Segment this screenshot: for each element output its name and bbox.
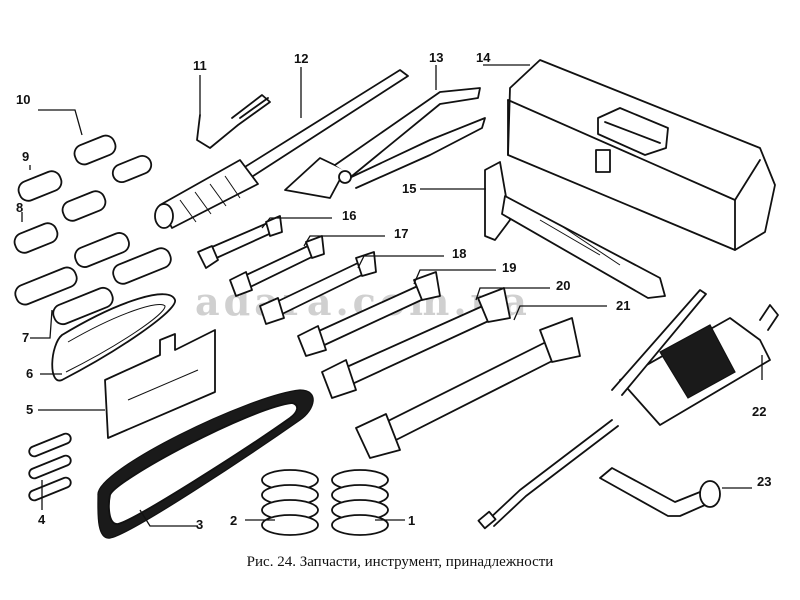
hammer (484, 161, 666, 299)
leader-lines (21, 64, 763, 527)
callout-9: 9 (22, 149, 29, 164)
spanner-19 (297, 271, 441, 357)
pins (28, 432, 72, 502)
callout-23: 23 (757, 474, 771, 489)
tool-box (507, 59, 776, 251)
callout-17: 17 (394, 226, 408, 241)
spring-left (261, 469, 319, 536)
callouts: 1 2 3 4 5 6 7 8 9 10 11 12 13 14 15 16 1… (16, 50, 771, 532)
chain-links (13, 134, 172, 326)
callout-22: 22 (752, 404, 766, 419)
pliers (284, 87, 486, 199)
chain-loop (51, 293, 176, 382)
callout-3: 3 (196, 517, 203, 532)
callout-8: 8 (16, 200, 23, 215)
bracket-plate (104, 329, 216, 439)
callout-2: 2 (230, 513, 237, 528)
socket-wrench (599, 467, 721, 517)
callout-12: 12 (294, 51, 308, 66)
spring-right (331, 469, 389, 536)
screwdriver (154, 69, 409, 229)
callout-18: 18 (452, 246, 466, 261)
spanner-21 (355, 317, 581, 459)
callout-14: 14 (476, 50, 491, 65)
callout-4: 4 (38, 512, 46, 527)
callout-19: 19 (502, 260, 516, 275)
callout-16: 16 (342, 208, 356, 223)
callout-5: 5 (26, 402, 33, 417)
callout-1: 1 (408, 513, 415, 528)
callout-7: 7 (22, 330, 29, 345)
spring-clip (196, 94, 271, 149)
grease-gun (477, 289, 779, 530)
spanner-17 (229, 235, 325, 297)
callout-20: 20 (556, 278, 570, 293)
spanner-16 (197, 215, 283, 269)
callout-6: 6 (26, 366, 33, 381)
callout-21: 21 (616, 298, 630, 313)
spanner-20 (321, 287, 511, 399)
callout-10: 10 (16, 92, 30, 107)
callout-13: 13 (429, 50, 443, 65)
spanner-18 (259, 251, 377, 325)
callout-11: 11 (193, 58, 207, 73)
callout-15: 15 (402, 181, 416, 196)
drive-belt (97, 389, 314, 539)
figure-caption: Рис. 24. Запчасти, инструмент, принадлеж… (246, 554, 554, 570)
